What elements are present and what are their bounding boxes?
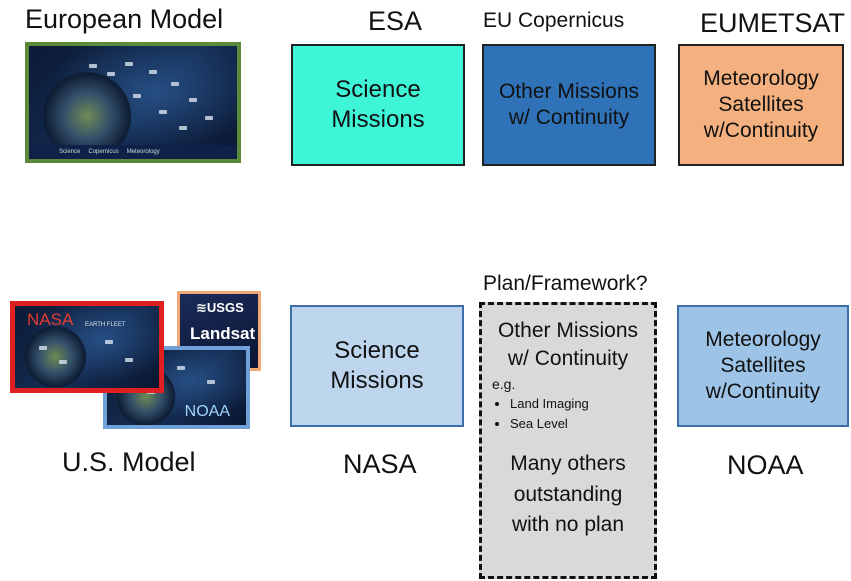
outstanding-note: Many others outstanding with no plan [510,452,626,537]
noaa-label: NOAA [184,403,230,420]
earth-fleet-caption: EARTH FLEET [85,322,126,328]
missions-bullet-list: Land Imaging Sea Level [482,394,654,436]
eg-label: e.g. [492,375,516,392]
eu-copernicus-header: EU Copernicus [483,9,625,32]
bullet-sea-level: Sea Level [510,414,654,435]
bullet-land-imaging: Land Imaging [510,394,654,415]
other-missions-heading: Other Missions w/ Continuity [497,319,639,371]
european-thumbnail-legend: Science Copernicus Meteorology [29,145,237,159]
eumetsat-meteorology-box: Meteorology Satellites w/Continuity [678,44,844,166]
noaa-footer: NOAA [727,450,804,480]
plan-framework-label: Plan/Framework? [483,272,648,295]
eumetsat-header: EUMETSAT [700,8,846,38]
usgs-logo: ≋USGS [196,300,244,315]
landsat-label: Landsat [190,324,256,343]
other-missions-plan-box: Other Missions w/ Continuity e.g. Land I… [479,302,657,579]
nasa-label: NASA [27,310,74,329]
esa-header: ESA [368,6,423,36]
esa-science-missions-box: Science Missions [291,44,465,166]
nasa-science-missions-box: Science Missions [290,305,464,427]
noaa-meteorology-box: Meteorology Satellites w/Continuity [677,305,849,427]
european-model-image: Science Copernicus Meteorology [25,42,241,163]
nasa-earth-fleet-image: NASA EARTH FLEET [10,301,164,393]
copernicus-other-missions-box: Other Missions w/ Continuity [482,44,656,166]
european-model-title: European Model [25,4,224,34]
nasa-footer: NASA [343,449,417,479]
us-model-title: U.S. Model [62,447,196,477]
